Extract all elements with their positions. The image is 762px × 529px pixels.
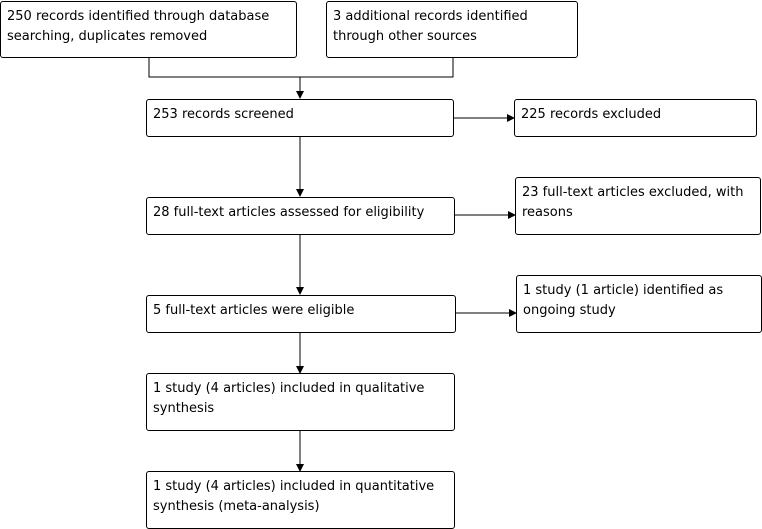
connector-identified-db [148,57,300,78]
box-identified-database-line2: searching, duplicates removed [7,29,208,44]
box-quantitative-synthesis-line2: synthesis (meta-analysis) [153,499,320,514]
box-fulltext-excluded-line2: reasons [522,205,573,220]
box-qualitative-synthesis: 1 study (4 articles) included in qualita… [146,373,455,431]
box-records-screened-line1: 253 records screened [153,107,294,122]
box-fulltext-excluded: 23 full-text articles excluded, with rea… [515,177,761,235]
box-identified-other-line1: 3 additional records identified [333,9,528,24]
box-fulltext-excluded-line1: 23 full-text articles excluded, with [522,185,744,200]
box-ongoing-study-line1: 1 study (1 article) identified as [523,283,724,298]
box-identified-other: 3 additional records identified through … [326,1,578,58]
box-fulltext-eligible: 5 full-text articles were eligible [146,295,456,333]
box-records-excluded-line1: 225 records excluded [521,107,662,122]
box-quantitative-synthesis-line1: 1 study (4 articles) included in quantit… [153,479,435,494]
box-identified-database-line1: 250 records identified through database [7,9,270,24]
box-ongoing-study: 1 study (1 article) identified as ongoin… [516,275,762,333]
box-qualitative-synthesis-line2: synthesis [153,401,215,416]
box-fulltext-assessed: 28 full-text articles assessed for eligi… [146,197,455,235]
box-quantitative-synthesis: 1 study (4 articles) included in quantit… [146,471,455,529]
box-qualitative-synthesis-line1: 1 study (4 articles) included in qualita… [153,381,425,396]
box-records-screened: 253 records screened [146,99,454,137]
box-identified-other-line2: through other sources [333,29,477,44]
box-identified-database: 250 records identified through database … [0,1,297,58]
connector-identified-other [300,57,454,78]
box-records-excluded: 225 records excluded [514,99,757,137]
box-ongoing-study-line2: ongoing study [523,303,616,318]
box-fulltext-eligible-line1: 5 full-text articles were eligible [153,303,355,318]
box-fulltext-assessed-line1: 28 full-text articles assessed for eligi… [153,205,425,220]
